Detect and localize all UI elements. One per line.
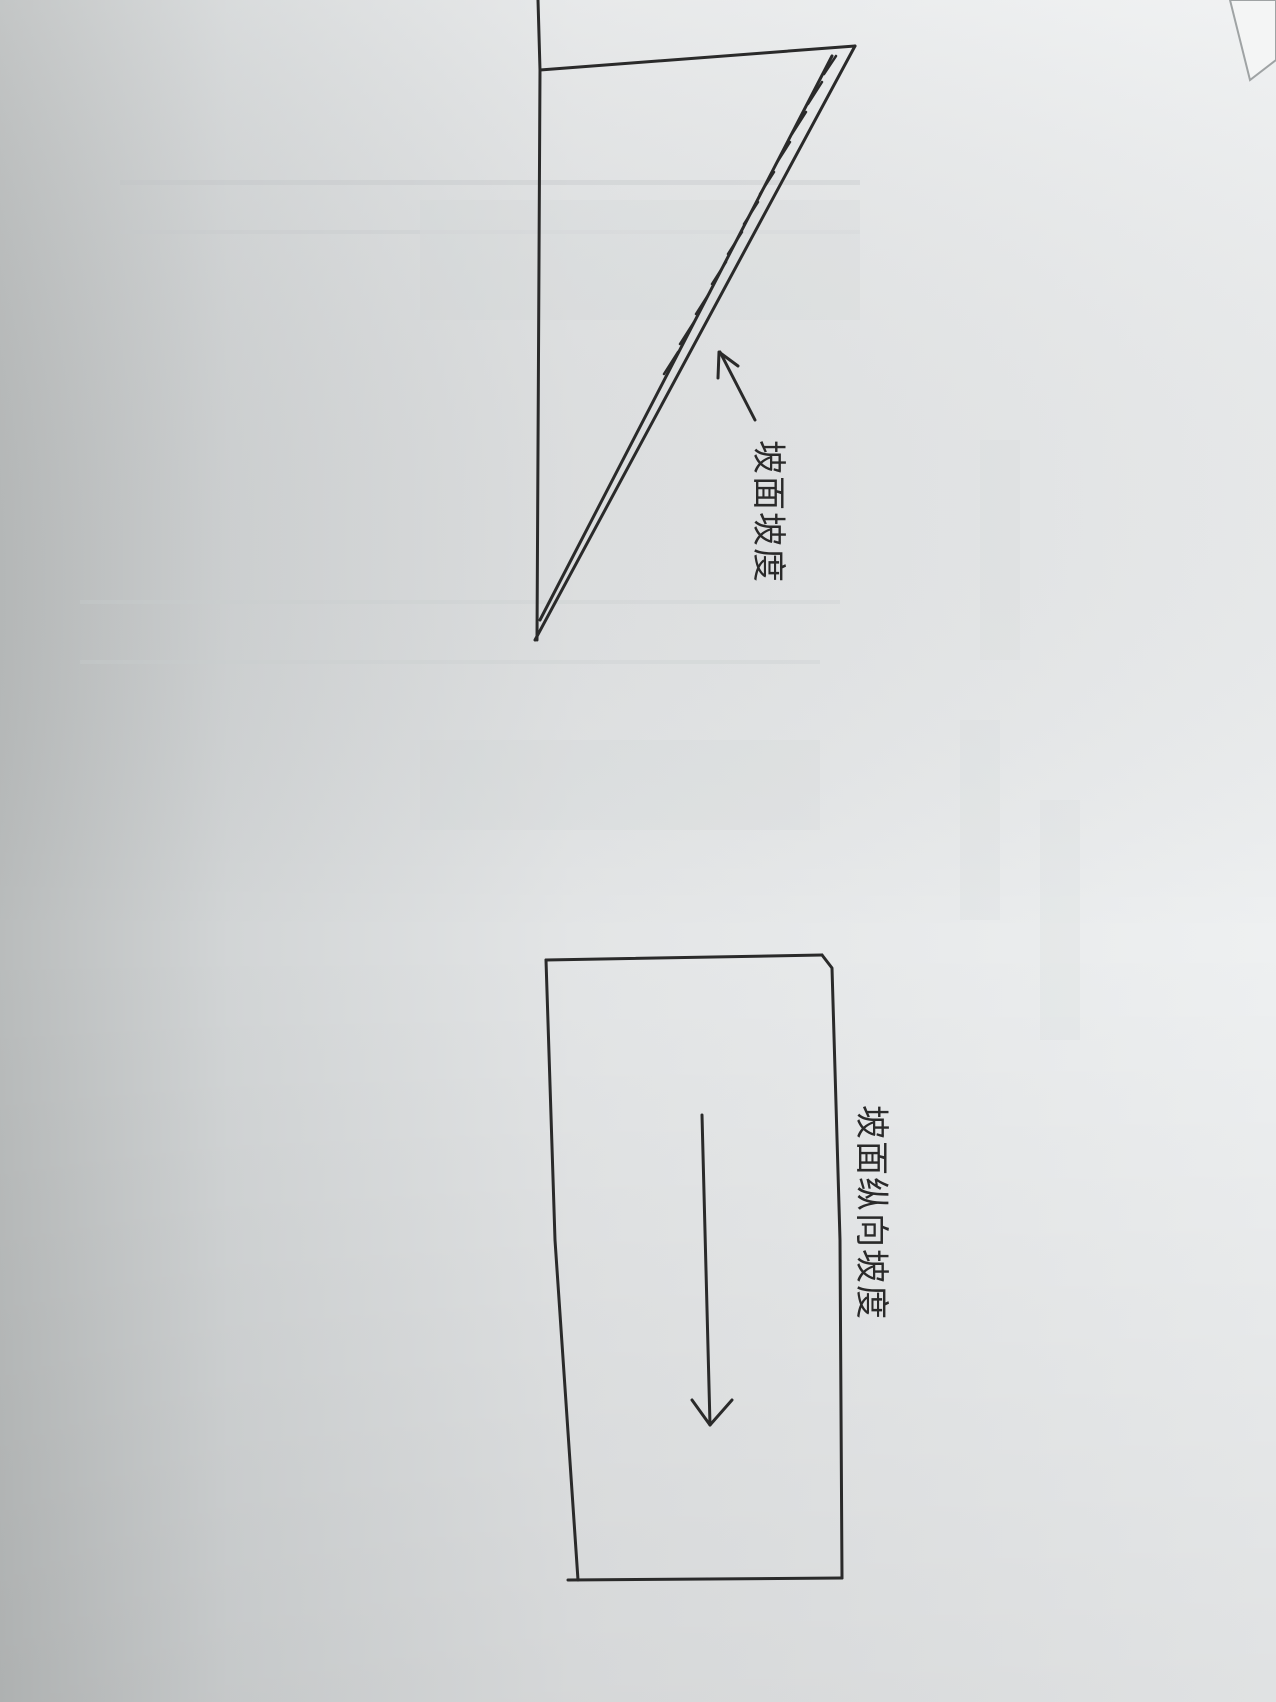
slope-label-arrow (718, 350, 757, 422)
slope-gradient-label: 坡面坡度 (748, 440, 788, 584)
slope-hatching (662, 54, 838, 376)
slope-direction-arrow (700, 1113, 712, 1427)
triangle-hypotenuse-inner (538, 54, 834, 622)
triangle-top-edge (538, 44, 857, 72)
rectangle-left-edge (544, 958, 580, 1582)
slope-section-sketch (533, 0, 857, 642)
rectangle-right-edge (820, 953, 844, 1580)
rectangle-bottom-edge (566, 1576, 844, 1582)
torn-corner (1228, 0, 1276, 82)
longitudinal-slope-sketch (544, 953, 844, 1582)
rectangle-top-edge (544, 953, 824, 962)
triangle-hypotenuse-outer (533, 44, 857, 642)
slope-direction-arrowhead (690, 1398, 734, 1427)
slope-label-arrowhead (716, 350, 740, 380)
bleed-through-print (80, 180, 1080, 1040)
longitudinal-slope-label: 坡面纵向坡度 (851, 1105, 891, 1321)
